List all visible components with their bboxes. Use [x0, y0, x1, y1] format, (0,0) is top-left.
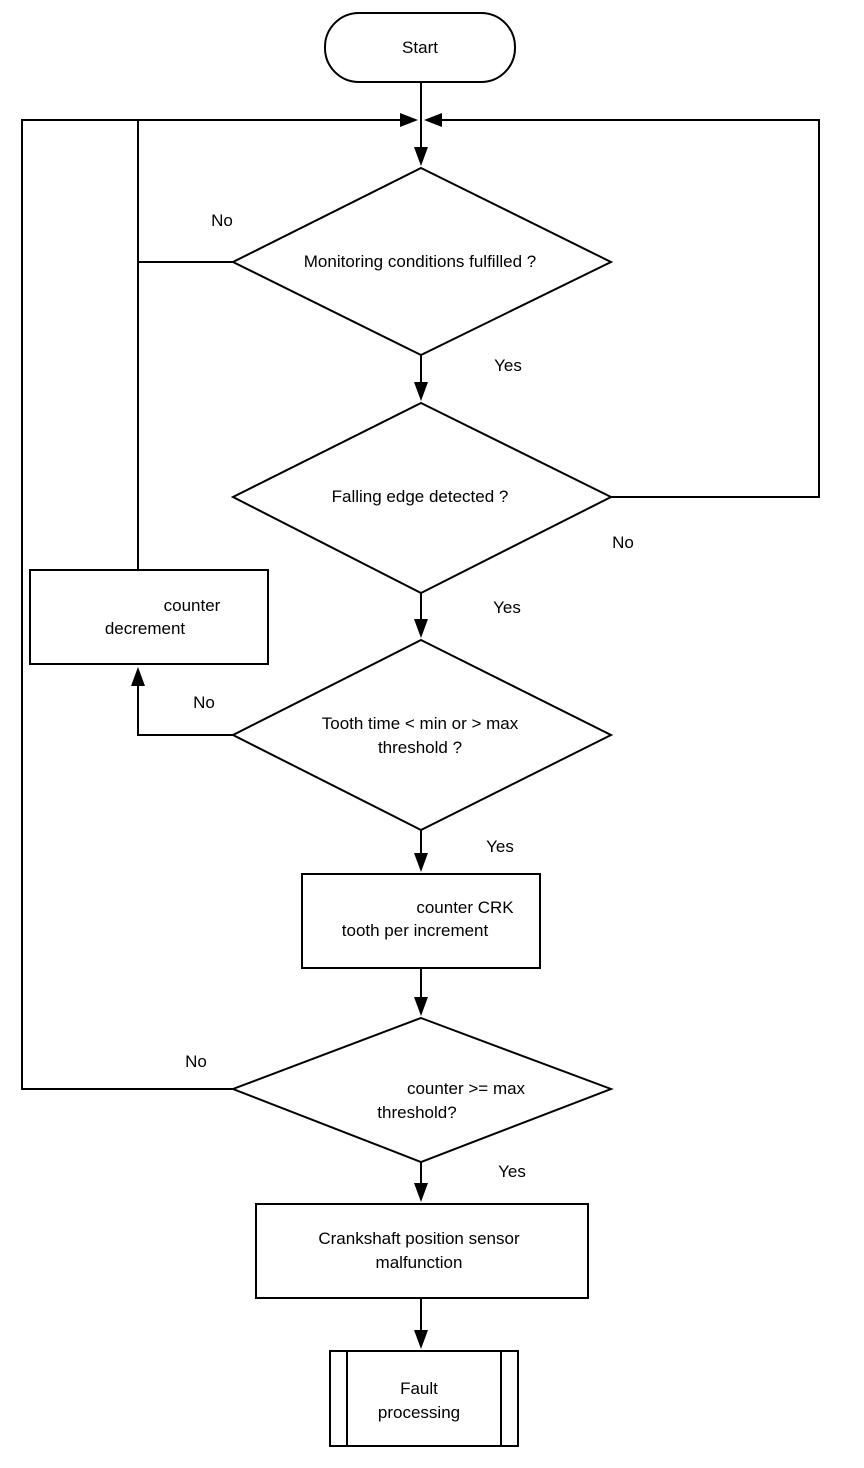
edge-falling-no [438, 119, 820, 498]
malfunction-label-2: malfunction [376, 1253, 463, 1272]
decrement-process [29, 569, 269, 665]
arrow-into-falling [414, 382, 428, 401]
decrement-label-1: counter [164, 596, 221, 615]
arrow-into-check [414, 997, 428, 1016]
falling-yes-label: Yes [493, 598, 521, 617]
edge-monitoring-no [137, 119, 404, 263]
arrow-into-fault [414, 1330, 428, 1349]
tooth-time-label-2: threshold ? [378, 738, 462, 757]
edge-tooth-no [137, 680, 233, 736]
counter-check-decision [230, 1016, 614, 1164]
edge-labels: No Yes No Yes No Yes No Yes [185, 211, 634, 1181]
increment-process [301, 873, 541, 969]
arrow-into-decrement [131, 667, 145, 686]
tooth-no-label: No [193, 693, 215, 712]
fault-predefined-process [329, 1350, 519, 1447]
arrow-into-malfunction [414, 1183, 428, 1202]
falling-edge-label: Falling edge detected ? [332, 487, 509, 506]
monitoring-label: Monitoring conditions fulfilled ? [304, 252, 536, 271]
connector-lines [21, 82, 820, 1343]
arrow-into-increment [414, 853, 428, 872]
arrow-merge-left [400, 113, 418, 127]
start-terminator [324, 12, 516, 83]
counter-no-label: No [185, 1052, 207, 1071]
decrement-label-2: decrement [105, 619, 186, 638]
flowchart-shapes [29, 12, 614, 1447]
node-labels: Start Monitoring conditions fulfilled ? … [105, 38, 536, 1422]
increment-label-1: counter CRK [416, 898, 514, 917]
fault-label-2: processing [378, 1403, 460, 1422]
increment-label-2: tooth per increment [342, 921, 489, 940]
monitoring-decision [230, 166, 614, 357]
arrow-into-monitoring [414, 147, 428, 166]
fault-label-1: Fault [400, 1379, 438, 1398]
tooth-time-decision [230, 638, 614, 832]
tooth-time-label-1: Tooth time < min or > max [322, 714, 519, 733]
edge-counter-no [21, 119, 233, 1090]
counter-check-label-2: threshold? [377, 1103, 456, 1122]
malfunction-label-1: Crankshaft position sensor [318, 1229, 520, 1248]
counter-check-label-1: counter >= max [407, 1079, 526, 1098]
monitoring-no-label: No [211, 211, 233, 230]
tooth-yes-label: Yes [486, 837, 514, 856]
arrow-into-tooth [414, 619, 428, 638]
counter-yes-label: Yes [498, 1162, 526, 1181]
falling-edge-decision [230, 401, 614, 595]
arrow-merge-right [424, 113, 442, 127]
falling-no-label: No [612, 533, 634, 552]
monitoring-yes-label: Yes [494, 356, 522, 375]
malfunction-process [255, 1203, 589, 1299]
arrowheads [131, 113, 442, 1349]
start-label: Start [402, 38, 438, 57]
